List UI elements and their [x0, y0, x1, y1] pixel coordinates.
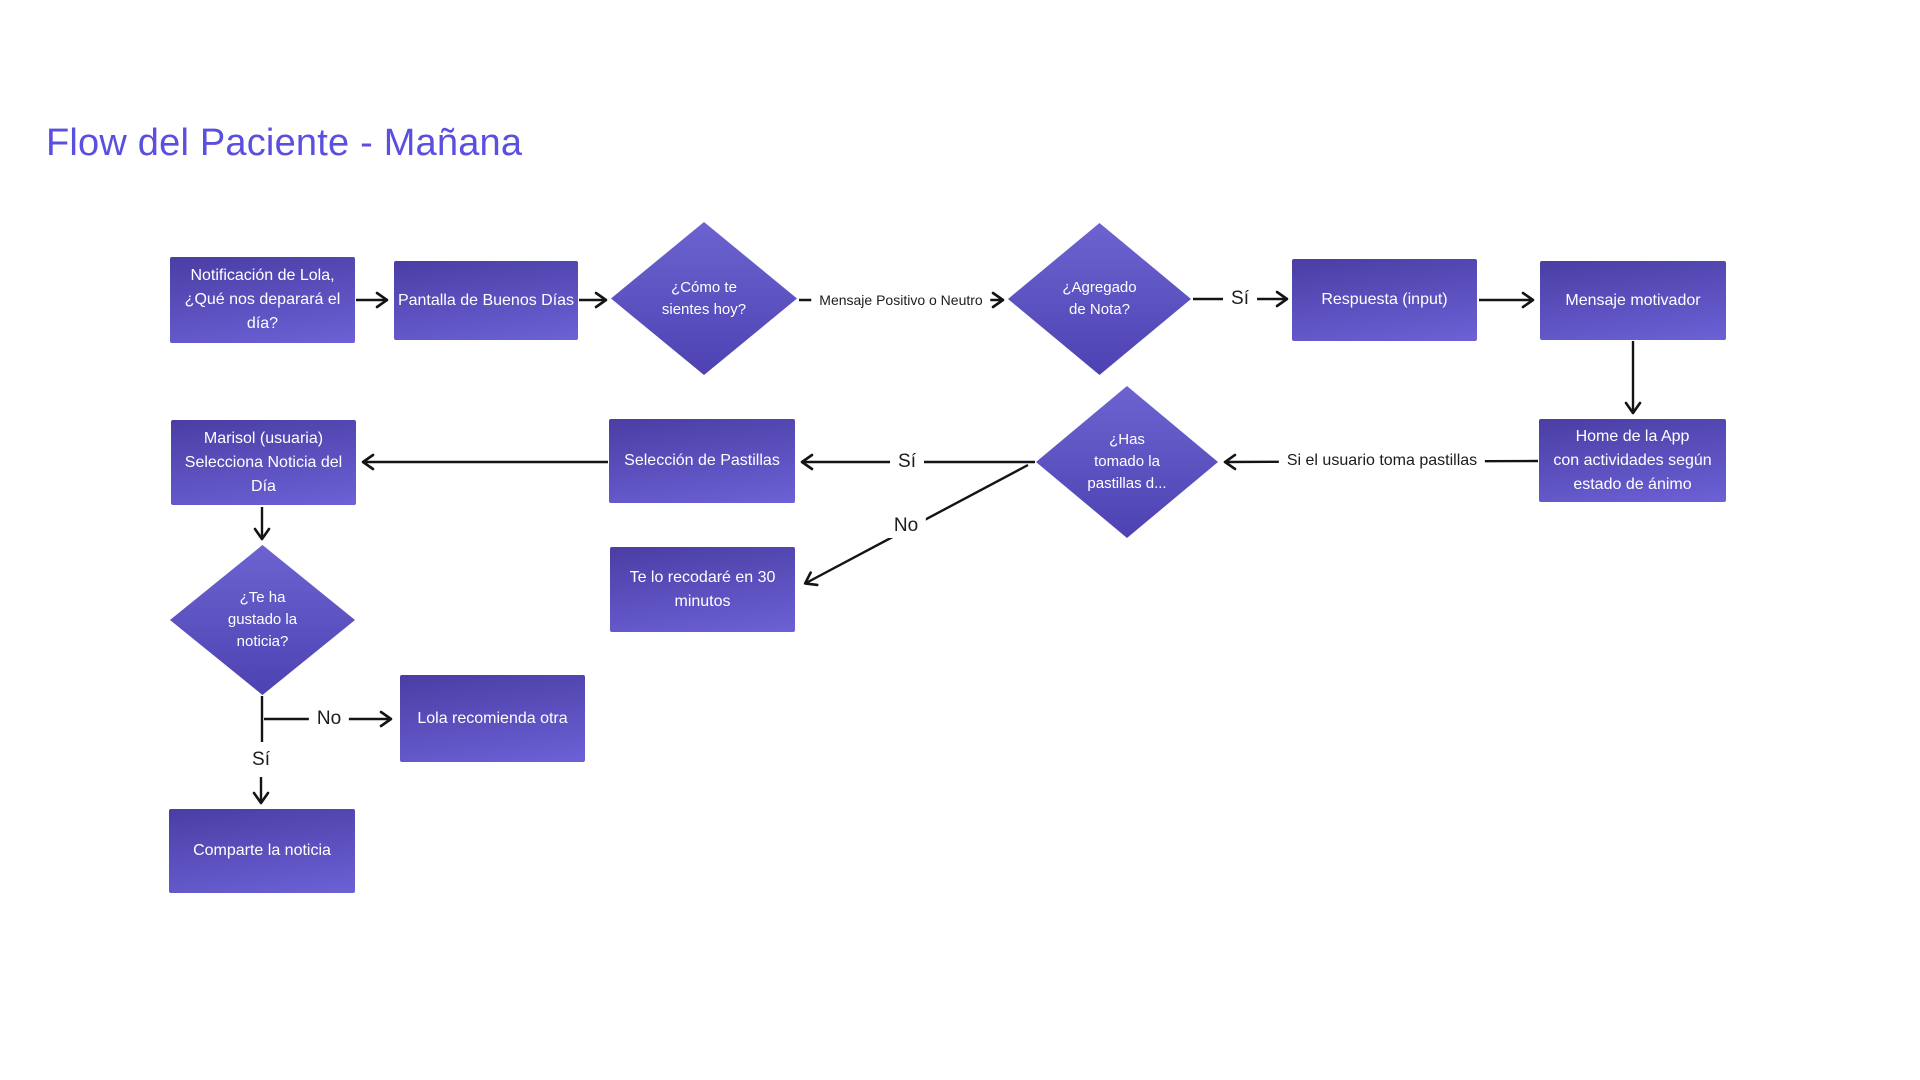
- edge-label-no-ha-gustado: No: [308, 707, 350, 731]
- node-home-de-la-app[interactable]: Home de la App con actividades según est…: [1539, 419, 1726, 502]
- node-label: Notificación de Lola, ¿Qué nos deparará …: [184, 267, 341, 332]
- node-seleccion-de-pastillas[interactable]: Selección de Pastillas: [609, 419, 795, 503]
- node-label: ¿Cómo te sientes hoy?: [661, 278, 747, 318]
- node-label: ¿Agregado de Nota?: [1062, 279, 1137, 318]
- edge-label-si-ha-gustado: Sí: [244, 748, 278, 772]
- node-label: Home de la App con actividades según est…: [1553, 427, 1712, 493]
- node-label: ¿Has tomado la pastillas d...: [1087, 431, 1167, 492]
- node-te-lo-recodare[interactable]: Te lo recodaré en 30 minutos: [610, 547, 795, 632]
- node-label: Pantalla de Buenos Días: [397, 291, 575, 309]
- edge-label-si-usuario-toma-pastillas: Si el usuario toma pastillas: [1278, 451, 1486, 471]
- node-notificacion-de-lola[interactable]: Notificación de Lola, ¿Qué nos deparará …: [170, 257, 355, 343]
- edge-label-no-ha-tomado: No: [885, 514, 927, 538]
- node-lola-recomienda-otra[interactable]: Lola recomienda otra: [400, 675, 585, 762]
- node-label: Lola recomienda otra: [417, 709, 568, 727]
- node-label: Comparte la noticia: [193, 842, 331, 859]
- node-mensaje-motivador[interactable]: Mensaje motivador: [1540, 261, 1726, 340]
- node-comparte-la-noticia[interactable]: Comparte la noticia: [169, 809, 355, 893]
- node-label: Marisol (usuaria) Selecciona Noticia del…: [184, 429, 343, 495]
- node-label: Respuesta (input): [1321, 291, 1448, 308]
- node-marisol-selecciona-noticia[interactable]: Marisol (usuaria) Selecciona Noticia del…: [171, 420, 356, 505]
- edge-label-mensaje-positivo-o-neutro: Mensaje Positivo o Neutro: [811, 291, 991, 309]
- edge-label-si-agregado: Sí: [1223, 287, 1257, 311]
- edge-label-si-ha-tomado: Sí: [890, 450, 924, 474]
- page-title: Flow del Paciente - Mañana: [46, 122, 523, 164]
- node-label: Te lo recodaré en 30 minutos: [629, 568, 776, 610]
- node-label: Mensaje motivador: [1565, 291, 1701, 309]
- node-respuesta-input[interactable]: Respuesta (input): [1292, 259, 1477, 341]
- node-label: Selección de Pastillas: [624, 452, 780, 469]
- node-pantalla-buenos-dias[interactable]: Pantalla de Buenos Días: [394, 261, 578, 340]
- node-label: ¿Te ha gustado la noticia?: [227, 589, 298, 650]
